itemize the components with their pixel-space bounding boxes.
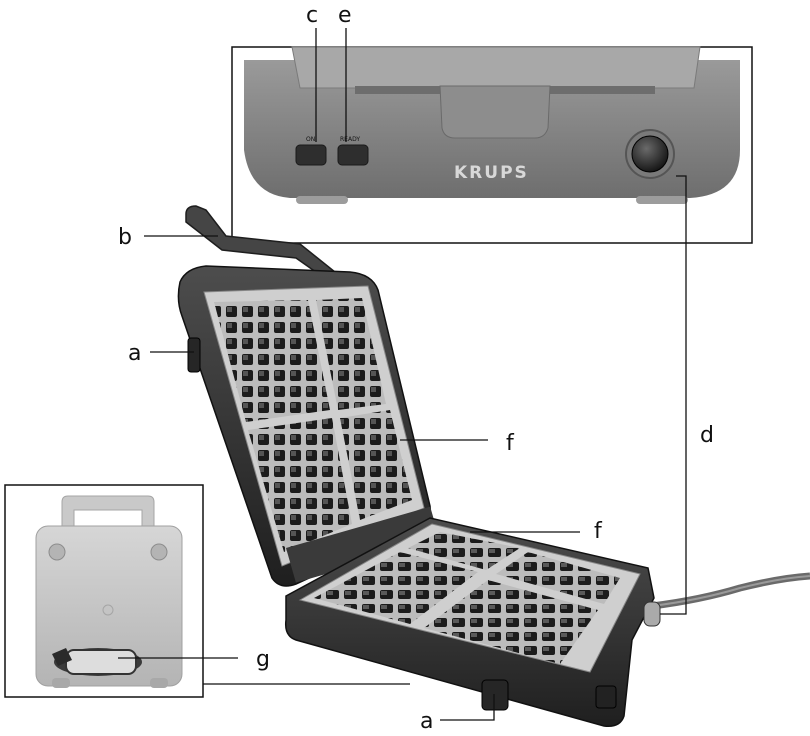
lid-latch	[440, 86, 550, 138]
cord-storage-reel	[66, 650, 136, 674]
callout-f-upper: f	[506, 431, 515, 456]
callout-b: b	[118, 225, 132, 250]
callout-d: d	[700, 423, 714, 448]
back-view-screw-left	[49, 544, 65, 560]
foot-left	[296, 196, 348, 204]
back-view-inset	[5, 485, 203, 697]
back-view-foot-left	[52, 678, 70, 688]
callout-f-lower: f	[594, 519, 603, 544]
lid-edge	[292, 47, 700, 88]
control-panel-inset: ON READY KRUPS	[232, 47, 752, 243]
on-indicator-label: ON	[306, 136, 315, 143]
back-view-foot-right	[150, 678, 168, 688]
thermostat-dial-knob[interactable]	[632, 136, 668, 172]
foot-right	[636, 196, 688, 204]
callout-g: g	[256, 647, 270, 672]
side-connector	[596, 686, 616, 708]
lid-plate-release-button[interactable]	[188, 338, 200, 372]
ready-indicator-label: READY	[340, 136, 360, 143]
callout-a-bottom: a	[420, 709, 433, 734]
base-plate-release-button[interactable]	[482, 680, 508, 710]
on-indicator-light	[296, 145, 326, 165]
back-view-screw-right	[151, 544, 167, 560]
callout-a-side: a	[128, 341, 141, 366]
side-thermostat-knob[interactable]	[644, 602, 660, 626]
callout-e: e	[338, 3, 352, 28]
brand-logo: KRUPS	[454, 163, 529, 183]
ready-indicator-light	[338, 145, 368, 165]
callout-c: c	[306, 3, 318, 28]
